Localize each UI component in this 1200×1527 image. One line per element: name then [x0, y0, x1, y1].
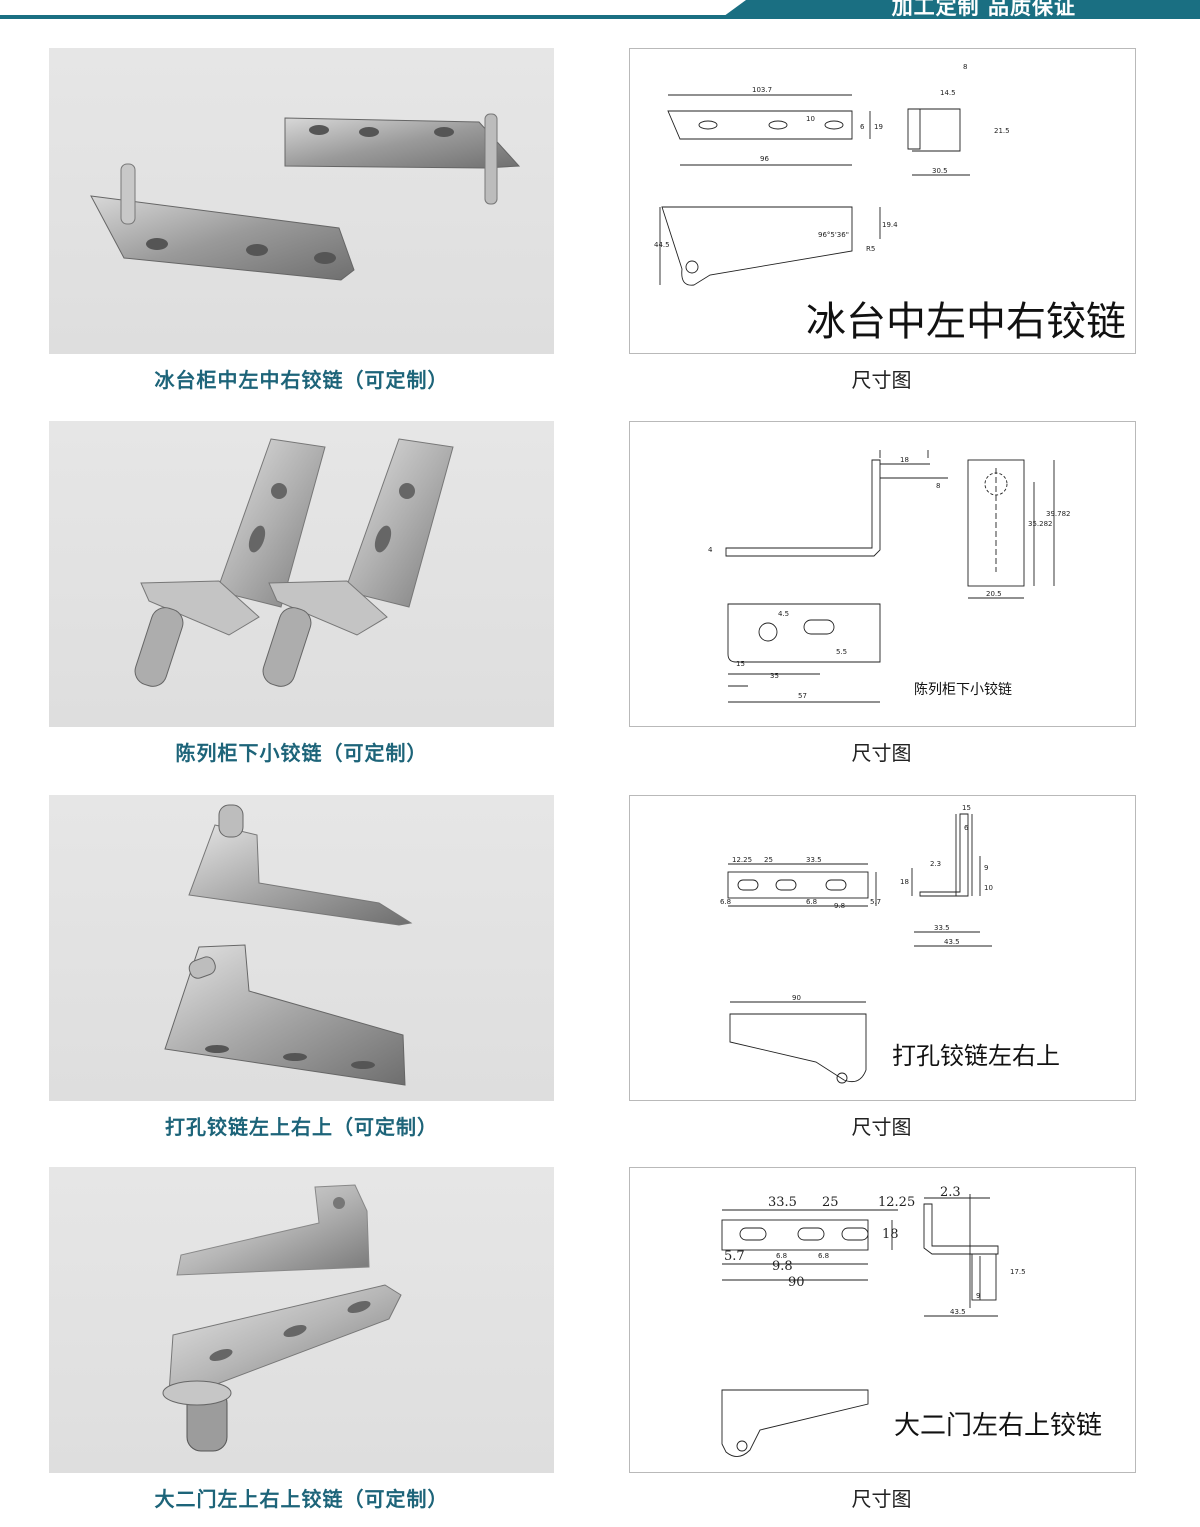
dimension-drawing-svg: 12.25 25 33.5 6.8 6.8 9.8 5.7 15 6 2.3 1… — [720, 804, 1060, 1084]
dim-label: 19.4 — [882, 221, 898, 229]
product-caption: 打孔铰链左上右上（可定制） — [165, 1115, 438, 1139]
drawing-caption: 尺寸图 — [851, 741, 912, 765]
dim-label: 39.782 — [1046, 510, 1071, 518]
hinge-photo-illustration — [164, 804, 413, 1086]
dim-label: 6 — [964, 824, 969, 832]
drawing-caption: 尺寸图 — [851, 1115, 912, 1139]
dim-label: 96 — [760, 155, 769, 163]
product-caption: 陈列柜下小铰链（可定制） — [175, 741, 428, 765]
dim-label: 35.282 — [1028, 520, 1053, 528]
dim-label: 8 — [963, 63, 967, 71]
dim-label: R5 — [866, 245, 875, 253]
header-tab — [720, 0, 1200, 19]
dim-label: 18 — [882, 1227, 899, 1242]
dim-label: 14.5 — [940, 89, 956, 97]
product-caption: 冰台柜中左中右铰链（可定制） — [154, 368, 449, 392]
dim-label: 103.7 — [752, 86, 772, 94]
dim-label: 12.25 — [732, 856, 752, 864]
dim-label: 57 — [798, 692, 807, 700]
dim-label: 9 — [976, 1292, 980, 1300]
drawing-title: 冰台中左中右铰链 — [806, 299, 1126, 345]
dim-label: 33.5 — [768, 1195, 797, 1210]
dimension-drawing: 12.25 25 33.5 6.8 6.8 9.8 5.7 15 6 2.3 1… — [629, 795, 1136, 1101]
dim-label: 20.5 — [986, 590, 1002, 598]
dim-label: 17.5 — [1010, 1268, 1026, 1276]
dim-label: 4.5 — [778, 610, 789, 618]
hinge-photo-illustration — [90, 113, 521, 281]
header-slogan: 加工定制 品质保证 — [891, 0, 1076, 19]
product-row-4: 大二门左上右上铰链（可定制） 33. — [0, 1167, 1200, 1527]
product-caption: 大二门左上右上铰链（可定制） — [154, 1487, 449, 1511]
page-header: 加工定制 品质保证 — [0, 0, 1200, 22]
drawing-title: 大二门左右上铰链 — [894, 1411, 1102, 1441]
drawing-caption: 尺寸图 — [851, 1487, 912, 1511]
dimension-drawing-svg: 18 8 4 35.282 39.782 20.5 4.5 15 35 5.5 … — [708, 450, 1071, 703]
dim-label: 5.7 — [724, 1249, 745, 1264]
header-rule — [0, 15, 740, 19]
product-row-1: 冰台柜中左中右铰链（可定制） 103.7 96 — [0, 48, 1200, 408]
dim-label: 18 — [900, 878, 909, 886]
dim-label: 33.5 — [806, 856, 822, 864]
hinge-photo-illustration — [134, 438, 454, 687]
dimension-drawing: 33.5 25 12.25 2.3 18 5.7 6.8 6.8 9.8 90 … — [629, 1167, 1136, 1473]
dim-label: 5.5 — [836, 648, 847, 656]
dim-label: 43.5 — [950, 1308, 966, 1316]
dim-label: 6 — [860, 123, 865, 131]
dim-label: 18 — [900, 456, 909, 464]
product-row-2: 陈列柜下小铰链（可定制） — [0, 421, 1200, 781]
dim-label: 35 — [770, 672, 779, 680]
dim-label: 10 — [984, 884, 993, 892]
dim-label: 2.3 — [930, 860, 941, 868]
dimension-drawing: 18 8 4 35.282 39.782 20.5 4.5 15 35 5.5 … — [629, 421, 1136, 727]
dim-label: 44.5 — [654, 241, 670, 249]
dim-label: 15 — [962, 804, 971, 812]
dim-label: 25 — [822, 1195, 839, 1210]
dim-label: 9.8 — [772, 1259, 793, 1274]
dim-label: 6.8 — [818, 1252, 829, 1260]
dim-label: 43.5 — [944, 938, 960, 946]
dim-label: 21.5 — [994, 127, 1010, 135]
drawing-title: 打孔铰链左右上 — [892, 1042, 1060, 1070]
dim-label: 96°5'36" — [818, 231, 849, 239]
product-row-3: 打孔铰链左上右上（可定制） — [0, 795, 1200, 1155]
dim-label: 2.3 — [940, 1185, 961, 1200]
dim-label: 19 — [874, 123, 883, 131]
dimension-drawing-svg: 33.5 25 12.25 2.3 18 5.7 6.8 6.8 9.8 90 … — [721, 1185, 1102, 1457]
drawing-title: 陈列柜下小铰链 — [914, 681, 1012, 698]
dimension-drawing: 103.7 96 10 6 19 8 14.5 21.5 30.5 44.5 1… — [629, 48, 1136, 354]
dim-label: 30.5 — [932, 167, 948, 175]
dim-label: 9 — [984, 864, 988, 872]
dim-label: 6.8 — [720, 898, 731, 906]
dim-label: 90 — [788, 1275, 805, 1290]
dim-label: 25 — [764, 856, 773, 864]
dim-label: 12.25 — [878, 1195, 915, 1210]
dim-label: 8 — [936, 482, 940, 490]
dim-label: 90 — [792, 994, 801, 1002]
dim-label: 33.5 — [934, 924, 950, 932]
dim-label: 6.8 — [776, 1252, 787, 1260]
dim-label: 10 — [806, 115, 815, 123]
product-photo — [49, 421, 554, 727]
dim-label: 6.8 — [806, 898, 817, 906]
dim-label: 5.7 — [870, 898, 881, 906]
drawing-caption: 尺寸图 — [851, 368, 912, 392]
hinge-photo-illustration — [162, 1184, 402, 1452]
dimension-drawing-svg: 103.7 96 10 6 19 8 14.5 21.5 30.5 44.5 1… — [654, 63, 1126, 345]
product-photo — [49, 795, 554, 1101]
dim-label: 9.8 — [834, 902, 845, 910]
dim-label: 15 — [736, 660, 745, 668]
product-photo — [49, 1167, 554, 1473]
dim-label: 4 — [708, 546, 713, 554]
product-photo — [49, 48, 554, 354]
